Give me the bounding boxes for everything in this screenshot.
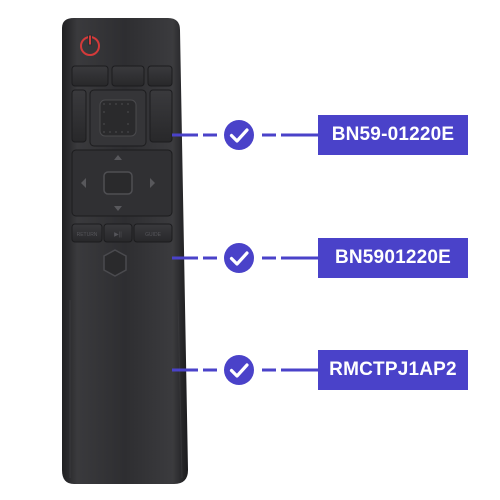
dpad-ok-button <box>103 171 133 195</box>
top-right-button <box>147 65 173 87</box>
model-row-3: RMCTPJ1AP2 <box>0 350 500 390</box>
dpad-down-icon <box>114 206 122 211</box>
top-left-button <box>71 65 109 87</box>
play-pause-label: ▶|| <box>114 232 122 238</box>
connector-dash <box>172 256 198 260</box>
connector-dash <box>203 368 217 372</box>
connector-dash <box>172 368 198 372</box>
connector-dash <box>262 368 276 372</box>
dpad-up-icon <box>114 155 122 160</box>
connector-dash <box>281 368 318 372</box>
connector-dash <box>203 256 217 260</box>
dpad-left-icon <box>81 178 86 188</box>
model-label: BN59-01220E <box>318 115 468 155</box>
model-label: BN5901220E <box>318 238 468 278</box>
connector-dash <box>262 256 276 260</box>
right-side-button <box>149 89 173 143</box>
power-icon[interactable] <box>80 34 100 56</box>
dpad-right-icon <box>150 178 155 188</box>
connector-dash <box>172 133 198 137</box>
connector-dash <box>281 133 318 137</box>
guide-button-label: GUIDE <box>145 232 162 238</box>
model-label: RMCTPJ1AP2 <box>318 350 468 390</box>
mic-button <box>103 249 127 277</box>
check-circle-icon <box>224 243 254 273</box>
connector-dash <box>281 256 318 260</box>
check-circle-icon <box>224 120 254 150</box>
check-circle-icon <box>224 355 254 385</box>
model-row-1: BN59-01220E <box>0 115 500 155</box>
guide-button <box>133 223 173 243</box>
connector-dash <box>203 133 217 137</box>
left-side-button <box>71 89 87 143</box>
top-middle-button <box>111 65 145 87</box>
return-button <box>71 223 103 243</box>
connector-dash <box>262 133 276 137</box>
play-pause-button <box>103 223 133 243</box>
model-row-2: BN5901220E <box>0 238 500 278</box>
return-button-label: RETURN <box>77 232 98 238</box>
